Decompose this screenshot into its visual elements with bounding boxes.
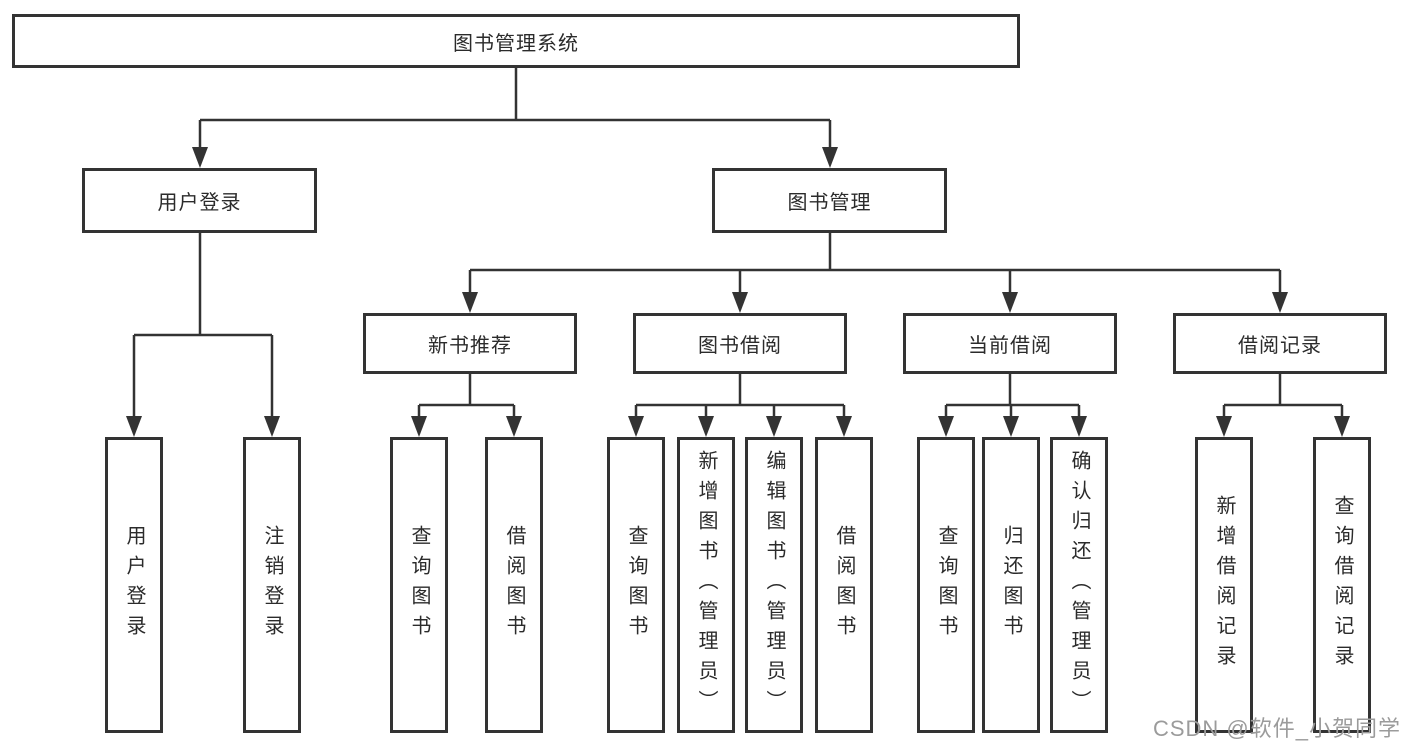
node-book-management: 图书管理	[712, 168, 947, 233]
leaf-label: 新增图书（管理员）	[695, 450, 717, 720]
leaf-label: 借阅图书	[503, 525, 525, 645]
leaf-label: 借阅图书	[833, 525, 855, 645]
leaf-user-login: 用户登录	[105, 437, 163, 733]
connector-userlogin-to-leaves	[126, 233, 280, 437]
leaf-add-books-admin: 新增图书（管理员）	[677, 437, 735, 733]
connector-records-to-leaves	[1216, 374, 1350, 437]
connector-newbook-to-leaves	[411, 374, 522, 437]
leaf-label: 查询图书	[408, 525, 430, 645]
connector-root-to-level2	[192, 68, 838, 168]
leaf-label: 确认归还（管理员）	[1068, 450, 1090, 720]
leaf-query-books-borrow: 查询图书	[607, 437, 665, 733]
connector-bookmgmt-to-level3	[462, 233, 1288, 313]
leaf-add-borrow-record: 新增借阅记录	[1195, 437, 1253, 733]
leaf-confirm-return-admin: 确认归还（管理员）	[1050, 437, 1108, 733]
leaf-label: 用户登录	[123, 525, 145, 645]
leaf-label: 查询借阅记录	[1331, 495, 1353, 675]
connector-current-to-leaves	[938, 374, 1087, 437]
connector-borrow-to-leaves	[628, 374, 852, 437]
leaf-label: 编辑图书（管理员）	[763, 450, 785, 720]
leaf-query-books-current: 查询图书	[917, 437, 975, 733]
leaf-label: 注销登录	[261, 525, 283, 645]
node-root-system: 图书管理系统	[12, 14, 1020, 68]
node-borrow-records: 借阅记录	[1173, 313, 1387, 374]
node-book-borrow: 图书借阅	[633, 313, 847, 374]
leaf-label: 新增借阅记录	[1213, 495, 1235, 675]
leaf-logout: 注销登录	[243, 437, 301, 733]
node-current-borrow: 当前借阅	[903, 313, 1117, 374]
leaf-label: 归还图书	[1000, 525, 1022, 645]
leaf-borrow-books-recommend: 借阅图书	[485, 437, 543, 733]
leaf-query-borrow-record: 查询借阅记录	[1313, 437, 1371, 733]
node-new-book-recommend: 新书推荐	[363, 313, 577, 374]
csdn-watermark: CSDN @软件_小贺同学	[1152, 716, 1401, 741]
leaf-edit-books-admin: 编辑图书（管理员）	[745, 437, 803, 733]
leaf-label: 查询图书	[625, 525, 647, 645]
node-user-login: 用户登录	[82, 168, 317, 233]
leaf-label: 查询图书	[935, 525, 957, 645]
leaf-return-books: 归还图书	[982, 437, 1040, 733]
leaf-borrow-books: 借阅图书	[815, 437, 873, 733]
leaf-query-books-recommend: 查询图书	[390, 437, 448, 733]
